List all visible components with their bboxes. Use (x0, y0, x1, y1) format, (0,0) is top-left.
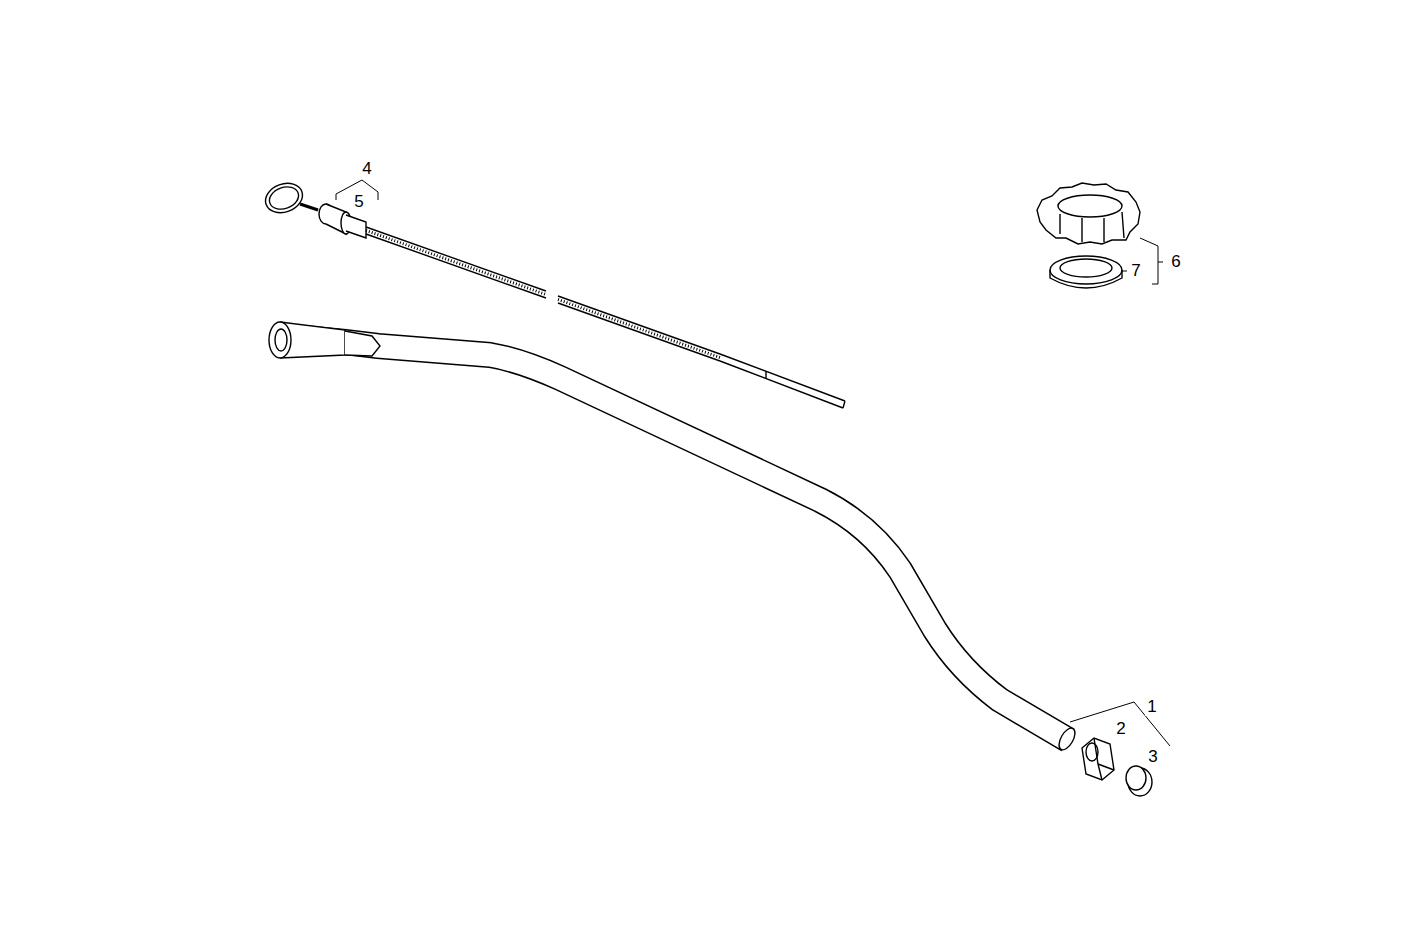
hex-nut-bore (1086, 743, 1098, 761)
sealing-washer-hole (1060, 259, 1112, 277)
olive-ring-face (1126, 766, 1146, 790)
dipstick-stem (300, 204, 318, 210)
dipstick-rod-texture (558, 300, 720, 358)
dipstick-ring (261, 178, 306, 217)
dipstick-collar (346, 215, 366, 238)
leader-line (1122, 271, 1127, 272)
guide-tube-outline (282, 336, 1068, 740)
dipstick-mark (765, 371, 766, 378)
sealing-washer (1050, 256, 1122, 284)
dipstick-ring-inner (266, 183, 301, 213)
callout-number: 6 (1169, 253, 1182, 272)
dipstick-rod (558, 296, 720, 361)
callout-number: 7 (1129, 262, 1142, 281)
filler-cap (1037, 183, 1140, 244)
dipstick-rod-texture (366, 231, 546, 295)
leader-line (1158, 262, 1163, 263)
dipstick-rod (366, 227, 546, 298)
guide-tube-end-face (1056, 726, 1078, 753)
callout-number: 2 (1114, 720, 1127, 739)
dipstick-tip (720, 354, 845, 408)
filler-cap-ribs (1060, 212, 1124, 242)
guide-tube-mouth (269, 322, 291, 358)
guide-tube-collar (345, 331, 380, 356)
callout-number: 3 (1146, 748, 1159, 767)
callout-number: 4 (360, 160, 373, 179)
callout-number: 5 (352, 193, 365, 212)
callout-number: 1 (1145, 698, 1158, 717)
sealing-washer-edge (1050, 270, 1122, 288)
guide-tube-mouth-inner (275, 329, 287, 351)
hex-nut (1082, 738, 1114, 780)
filler-cap-top (1058, 195, 1122, 217)
hex-nut-edge (1094, 738, 1114, 780)
guide-tube-fill (282, 336, 1068, 740)
